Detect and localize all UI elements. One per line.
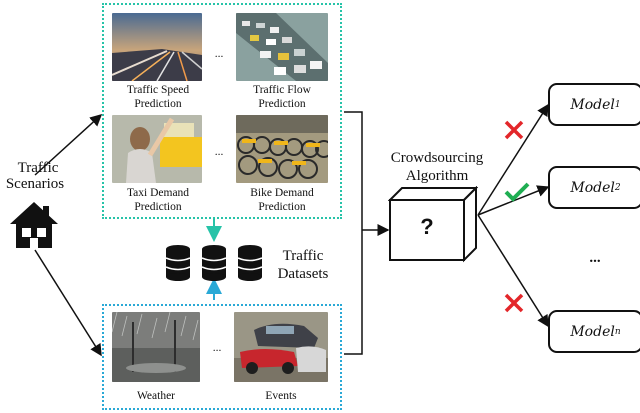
algorithm-label-line2: Algorithm: [405, 168, 469, 184]
house-icon: [10, 202, 58, 248]
events-image: [234, 312, 328, 382]
task-flow-label-line2: Prediction: [258, 98, 306, 110]
model-1-name: Model: [570, 96, 615, 113]
traffic-tasks-box: [102, 3, 342, 219]
model-2-name: Model: [570, 179, 615, 196]
task-ellipsis-mid: ...: [214, 146, 224, 158]
model-2-subscript: 2: [614, 182, 621, 193]
algorithm-question-mark: ?: [420, 214, 434, 239]
context-events-label: Events: [265, 390, 297, 402]
task-taxi-label-line2: Prediction: [134, 201, 182, 213]
scenarios-label-line1: Traffic: [17, 160, 59, 176]
model-1-subscript: 1: [614, 99, 621, 110]
context-ellipsis: ...: [212, 342, 222, 354]
models-ellipsis: ...: [589, 250, 601, 266]
task-bike-label-line1: Bike Demand: [250, 187, 314, 199]
bike-demand-image: [236, 115, 328, 183]
taxi-demand-image: [112, 115, 202, 183]
task-taxi-label-line1: Taxi Demand: [126, 187, 190, 199]
task-bike-label-line2: Prediction: [258, 201, 306, 213]
reject-mark-icon: [504, 120, 524, 140]
task-flow-label-line1: Traffic Flow: [253, 84, 311, 96]
datasets-label-line1: Traffic: [282, 248, 324, 264]
accept-mark-icon: [504, 182, 530, 202]
context-box: [102, 304, 342, 410]
database-icon-group: [165, 245, 263, 281]
task-ellipsis-top: ...: [214, 48, 224, 60]
traffic-speed-image: [112, 13, 202, 81]
reject-mark-icon: [504, 293, 524, 313]
task-speed-label-line2: Prediction: [134, 98, 182, 110]
context-weather-label: Weather: [136, 390, 176, 402]
algorithm-label-line1: Crowdsourcing: [390, 150, 484, 166]
model-n-name: Model: [570, 323, 615, 340]
datasets-label-line2: Datasets: [277, 266, 329, 282]
task-speed-label-line1: Traffic Speed: [126, 84, 190, 96]
model-n-subscript: n: [614, 326, 621, 337]
traffic-flow-image: [236, 13, 328, 81]
scenarios-label-line2: Scenarios: [5, 176, 65, 192]
weather-image: [112, 312, 200, 382]
algorithm-cube: [388, 186, 478, 263]
database-icon: [166, 245, 190, 281]
